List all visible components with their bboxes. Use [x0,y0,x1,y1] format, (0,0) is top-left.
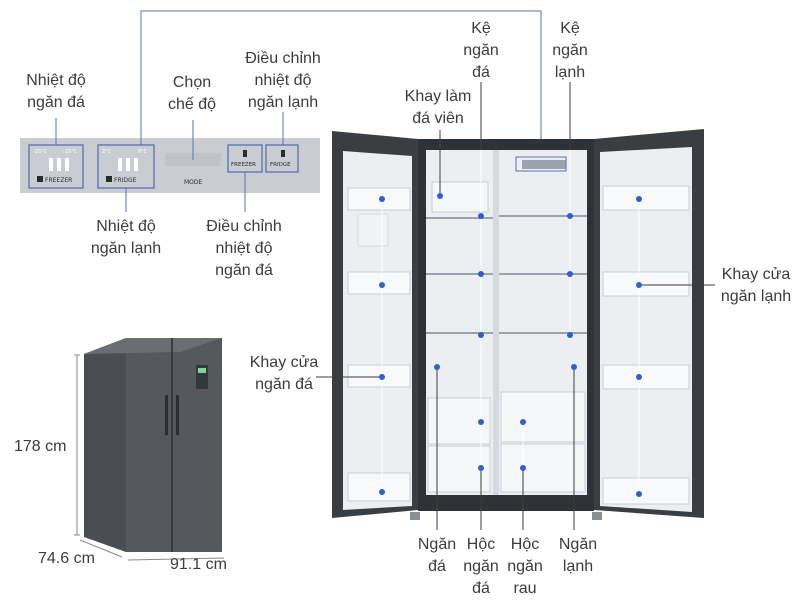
label-freezer-shelf: Kệ ngăn đá [463,20,499,81]
label-adjust-fridge-temp: Điều chỉnh nhiệt độ ngăn lạnh [245,50,321,111]
callout-dots [379,193,642,497]
control-panel: -25°C -15°C FREEZER 2°C 8°C FRIDGE MODE … [20,138,320,193]
dimension-width: 91.1 cm [170,556,227,573]
label-mode-select: Chọn chế độ [167,74,217,113]
mode-label: MODE [184,179,203,186]
freezer-max-temp: -15°C [63,149,78,155]
fridge-min-temp: 2°C [102,149,112,155]
dimension-depth: 74.6 cm [38,550,95,567]
label-freezer-door-tray: Khay cửa ngăn đá [249,354,319,393]
label-fridge-door-tray: Khay cửa ngăn lạnh [720,266,792,305]
fridge-max-temp: 8°C [138,149,148,155]
label-fridge-compartment: Ngăn lạnh [558,536,598,575]
fridge-callout-leaders [316,82,715,530]
fridge-adjust-button[interactable] [265,144,299,173]
label-freezer-compartment: Ngăn đá [417,536,457,575]
label-vegetable-drawer: Hộc ngăn rau [507,536,543,597]
panel-callouts [55,10,542,212]
label-adjust-freezer-temp: Điều chỉnh nhiệt độ ngăn đá [206,218,282,279]
freezer-min-temp: -25°C [33,149,48,155]
fridge-exterior-view [84,338,222,552]
fridge-button-label: FRIDGE [270,162,291,168]
fridge-interior-display-box [515,156,567,172]
fridge-open-view [332,129,704,520]
freezer-button-label: FREEZER [231,162,256,168]
label-ice-tray: Khay làm đá viên [404,88,472,127]
label-freezer-drawer: Hộc ngăn đá [463,536,499,597]
label-freezer-temp: Nhiệt độ ngăn đá [26,72,86,111]
label-fridge-shelf: Kệ ngăn lạnh [552,20,588,81]
dimension-height: 178 cm [14,438,67,455]
freezer-display-label: FREEZER [45,177,72,184]
label-fridge-temp: Nhiệt độ ngăn lạnh [90,218,162,257]
fridge-display-label: FRIDGE [114,177,137,184]
dimension-lines [74,354,225,561]
